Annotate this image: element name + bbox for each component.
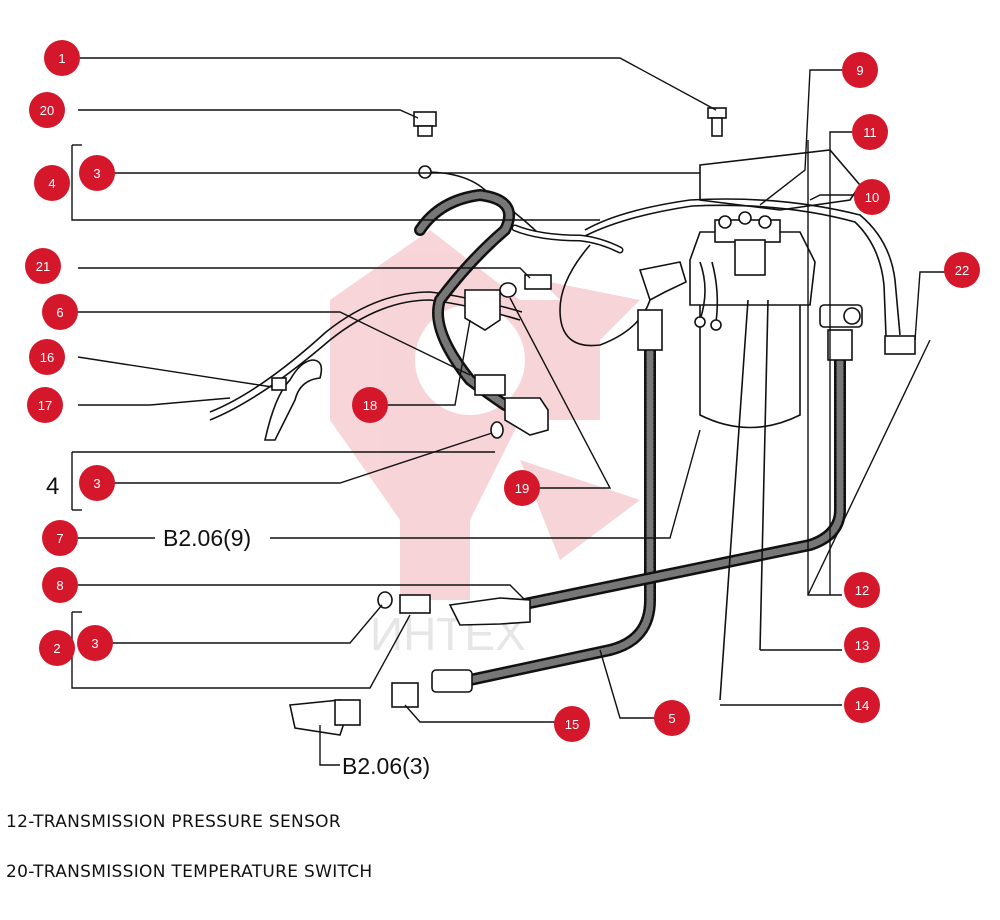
watermark-logo: ИНТЕХ	[330, 230, 640, 660]
callout-10: 10	[854, 179, 890, 215]
callout-15: 15	[554, 706, 590, 742]
callout-5: 5	[654, 700, 690, 736]
svg-text:12: 12	[855, 583, 869, 598]
svg-text:17: 17	[38, 398, 52, 413]
callout-20: 20	[29, 92, 65, 128]
svg-text:21: 21	[36, 259, 50, 274]
svg-text:8: 8	[56, 578, 63, 593]
svg-text:13: 13	[855, 638, 869, 653]
callout-17: 17	[27, 387, 63, 423]
callout-14: 14	[844, 687, 880, 723]
callout-2: 2	[39, 630, 75, 666]
callout-19: 19	[504, 470, 540, 506]
svg-text:3: 3	[93, 476, 100, 491]
svg-text:18: 18	[363, 398, 377, 413]
svg-text:2: 2	[53, 641, 60, 656]
callout-12: 12	[844, 572, 880, 608]
legend-item-20: 20-TRANSMISSION TEMPERATURE SWITCH	[6, 862, 373, 882]
bolt-part	[707, 107, 727, 137]
svg-text:3: 3	[91, 636, 98, 651]
group-label-4-bottom: 4	[46, 473, 59, 500]
svg-text:22: 22	[955, 263, 969, 278]
temperature-switch	[413, 111, 437, 137]
callout-22: 22	[944, 252, 980, 288]
svg-text:5: 5	[668, 711, 675, 726]
svg-text:4: 4	[48, 176, 55, 191]
svg-text:3: 3	[93, 166, 100, 181]
callout-11: 11	[852, 114, 888, 150]
svg-text:15: 15	[565, 717, 579, 732]
ref-label-b: B2.06(3)	[342, 753, 430, 779]
callout-6: 6	[42, 294, 78, 330]
svg-text:6: 6	[56, 305, 63, 320]
leader-lines	[71, 57, 945, 766]
callout-7: 7	[42, 520, 78, 556]
filter-canister	[689, 211, 816, 429]
callout-8: 8	[42, 567, 78, 603]
ref-label-a: B2.06(9)	[163, 525, 251, 551]
svg-text:1: 1	[58, 51, 65, 66]
svg-text:10: 10	[865, 190, 879, 205]
svg-text:9: 9	[856, 63, 863, 78]
svg-text:11: 11	[863, 125, 877, 140]
callout-13: 13	[844, 627, 880, 663]
callout-9: 9	[842, 52, 878, 88]
callout-1: 1	[44, 40, 80, 76]
svg-text:7: 7	[56, 531, 63, 546]
legend-item-12: 12-TRANSMISSION PRESSURE SENSOR	[6, 812, 341, 832]
callout-3-bottom: 3	[77, 625, 113, 661]
callout-3-mid: 3	[79, 465, 115, 501]
transmission-assembly	[209, 107, 916, 736]
pressure-sensor	[819, 304, 863, 328]
svg-text:16: 16	[40, 350, 54, 365]
svg-text:19: 19	[515, 481, 529, 496]
callout-4: 4	[34, 165, 70, 201]
callout-3-top: 3	[79, 155, 115, 191]
callout-16: 16	[29, 339, 65, 375]
connector-block	[884, 335, 916, 355]
callout-21: 21	[25, 248, 61, 284]
callout-18: 18	[352, 387, 388, 423]
svg-text:14: 14	[855, 698, 869, 713]
svg-text:20: 20	[40, 103, 54, 118]
